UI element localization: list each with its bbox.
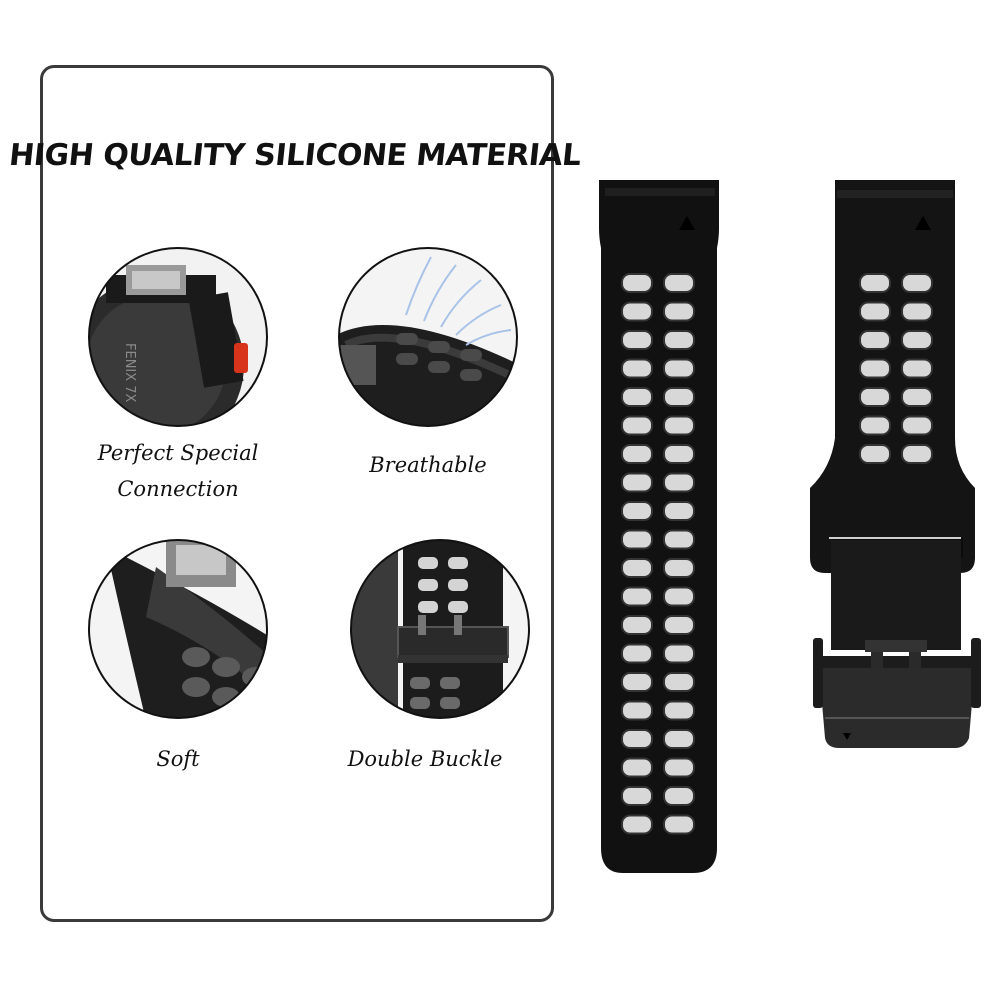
strap-hole — [621, 501, 653, 521]
strap-hole — [859, 273, 891, 293]
strap-hole — [663, 615, 695, 635]
strap-hole — [621, 358, 653, 379]
strap-hole — [859, 330, 891, 350]
strap-hole — [901, 387, 933, 407]
double-buckle-icon — [350, 539, 530, 719]
double-buckle — [813, 638, 981, 748]
headline: HIGH QUALITY SILICONE MATERIAL — [7, 138, 583, 173]
watch-lug-connection-icon: FENIX 7X — [88, 247, 268, 427]
strap-hole — [663, 415, 695, 436]
feature-soft: Soft — [58, 537, 298, 777]
strap-hole — [621, 472, 653, 493]
strap-hole — [621, 586, 653, 607]
strap-hole — [859, 387, 891, 407]
strap-hole — [663, 700, 695, 721]
strap-hole — [901, 330, 933, 350]
watch-band-buckle-strap — [810, 180, 981, 748]
strap-hole — [621, 615, 653, 635]
watch-band-long-strap — [599, 180, 719, 873]
strap-ventilation-holes — [859, 273, 933, 464]
strap-hole — [663, 757, 695, 778]
flexible-band-icon — [88, 539, 268, 719]
strap-hole — [663, 814, 695, 835]
strap-hole — [901, 358, 933, 379]
strap-hole — [859, 358, 891, 379]
strap-hole — [663, 358, 695, 379]
strap-hole — [621, 729, 653, 749]
strap-hole — [621, 444, 653, 464]
strap-hole — [621, 529, 653, 550]
strap-hole — [621, 301, 653, 322]
strap-hole — [621, 757, 653, 778]
strap-hole — [663, 586, 695, 607]
strap-hole — [621, 643, 653, 664]
strap-hole — [859, 301, 891, 322]
strap-hole — [901, 415, 933, 436]
feature-panel — [40, 65, 554, 922]
strap-hole — [621, 814, 653, 835]
strap-hole — [621, 786, 653, 806]
strap-hole — [859, 444, 891, 464]
strap-hole — [621, 672, 653, 692]
feature-connection: FENIX 7X Perfect Special Connection — [58, 245, 298, 507]
strap-hole — [663, 501, 695, 521]
strap-hole — [901, 301, 933, 322]
strap-hole — [901, 444, 933, 464]
feature-caption-4: Double Buckle — [347, 747, 503, 771]
strap-hole — [663, 786, 695, 806]
strap-hole — [901, 273, 933, 293]
strap-hole — [859, 415, 891, 436]
strap-hole — [663, 387, 695, 407]
strap-hole — [663, 273, 695, 293]
strap-hole — [621, 558, 653, 578]
feature-caption-2: Breathable — [369, 453, 487, 477]
strap-hole — [621, 330, 653, 350]
watch-model-label: FENIX 7X — [122, 343, 137, 403]
feature-caption-3: Soft — [156, 747, 200, 771]
strap-hole — [663, 330, 695, 350]
strap-hole — [663, 672, 695, 692]
strap-hole — [663, 558, 695, 578]
strap-hole — [621, 387, 653, 407]
strap-hole — [663, 472, 695, 493]
strap-hole — [663, 444, 695, 464]
strap-hole — [663, 643, 695, 664]
strap-hole — [621, 273, 653, 293]
feature-caption-1a: Perfect Special — [97, 441, 259, 465]
airflow-icon — [338, 247, 518, 427]
strap-hole — [663, 529, 695, 550]
strap-ventilation-holes — [621, 273, 695, 835]
strap-hole — [663, 301, 695, 322]
strap-hole — [621, 700, 653, 721]
feature-caption-1b: Connection — [117, 477, 239, 501]
strap-hole — [621, 415, 653, 436]
strap-hole — [663, 729, 695, 749]
feature-breathable: Breathable — [308, 245, 548, 483]
feature-double-buckle: Double Buckle — [320, 537, 560, 777]
